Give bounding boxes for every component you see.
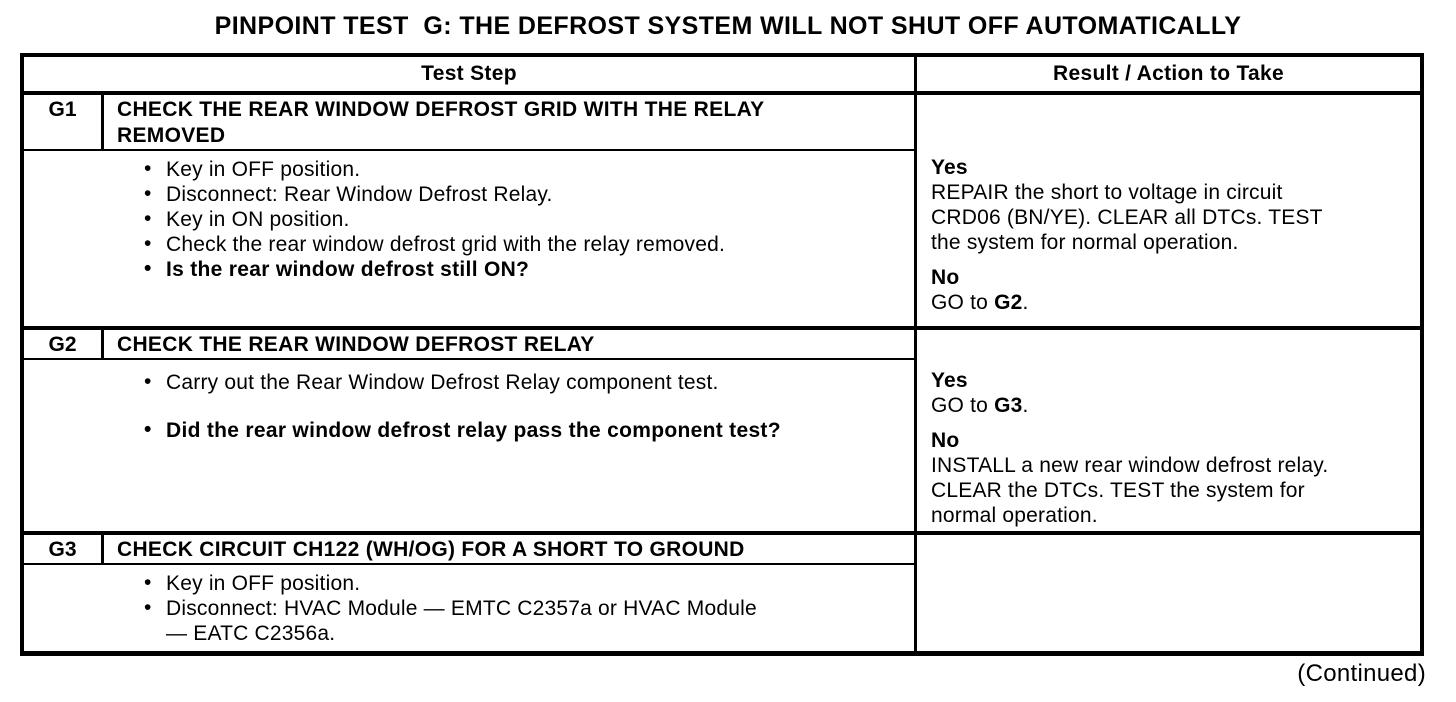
result-yes-group-g2: Yes GO to G3. bbox=[931, 368, 1412, 418]
test-step-cell-g2: G2 CHECK THE REAR WINDOW DEFROST RELAY C… bbox=[24, 330, 917, 531]
table-header-row: Test Step Result / Action to Take bbox=[24, 57, 1420, 95]
step-id-g3: G3 bbox=[24, 535, 104, 563]
result-cell-g1: Yes REPAIR the short to voltage in circu… bbox=[917, 95, 1420, 326]
bullet-item: Disconnect: HVAC Module — EMTC C2357a or… bbox=[142, 595, 904, 646]
goto-step-ref: G2 bbox=[994, 291, 1023, 314]
action-text: . bbox=[1022, 394, 1029, 417]
page-title: PINPOINT TEST G: THE DEFROST SYSTEM WILL… bbox=[214, 12, 1242, 40]
step-title-row-g1: G1 CHECK THE REAR WINDOW DEFROST GRID WI… bbox=[24, 95, 914, 151]
action-text: GO to bbox=[931, 291, 995, 314]
bullet-item: Disconnect: Rear Window Defrost Relay. bbox=[142, 181, 904, 207]
test-step-row-g1: G1 CHECK THE REAR WINDOW DEFROST GRID WI… bbox=[24, 95, 1420, 330]
step-title-g3: CHECK CIRCUIT CH122 (WH/OG) FOR A SHORT … bbox=[117, 538, 745, 561]
step-title-g1: CHECK THE REAR WINDOW DEFROST GRID WITH … bbox=[117, 98, 765, 147]
step-title-row-g2: G2 CHECK THE REAR WINDOW DEFROST RELAY bbox=[24, 330, 914, 360]
result-no-label: No bbox=[931, 266, 960, 289]
bullet-item: Check the rear window defrost grid with … bbox=[142, 231, 904, 257]
result-cell-g2: Yes GO to G3. No INSTALL a new rear wind… bbox=[917, 330, 1420, 531]
bullet-item: Key in OFF position. bbox=[142, 156, 904, 182]
result-no-group-g2: No INSTALL a new rear window defrost rel… bbox=[931, 428, 1412, 528]
column-header-result-action: Result / Action to Take bbox=[1053, 62, 1284, 85]
result-yes-group-g1: Yes REPAIR the short to voltage in circu… bbox=[931, 155, 1412, 255]
result-no-group-g1: No GO to G2. bbox=[931, 265, 1412, 315]
result-no-action: INSTALL a new rear window defrost relay.… bbox=[931, 454, 1329, 527]
result-no-action: GO to G2. bbox=[931, 290, 1412, 315]
step-instructions-g2: Carry out the Rear Window Defrost Relay … bbox=[24, 360, 914, 443]
step-question-g2: Did the rear window defrost relay pass t… bbox=[142, 417, 904, 443]
step-id-g2: G2 bbox=[24, 330, 104, 358]
step-title-g2: CHECK THE REAR WINDOW DEFROST RELAY bbox=[117, 333, 595, 356]
goto-step-ref: G3 bbox=[994, 394, 1023, 417]
action-text: . bbox=[1022, 291, 1029, 314]
step-title-row-g3: G3 CHECK CIRCUIT CH122 (WH/OG) FOR A SHO… bbox=[24, 535, 914, 565]
bullet-item: Key in OFF position. bbox=[142, 570, 904, 596]
test-step-cell-g1: G1 CHECK THE REAR WINDOW DEFROST GRID WI… bbox=[24, 95, 917, 326]
step-instructions-g1: Key in OFF position. Disconnect: Rear Wi… bbox=[24, 151, 914, 282]
column-header-test-step: Test Step bbox=[24, 57, 917, 91]
result-no-label: No bbox=[931, 429, 960, 452]
pinpoint-test-table: Test Step Result / Action to Take G1 CHE… bbox=[20, 53, 1424, 656]
bullet-item: Carry out the Rear Window Defrost Relay … bbox=[142, 369, 904, 395]
test-step-cell-g3: G3 CHECK CIRCUIT CH122 (WH/OG) FOR A SHO… bbox=[24, 535, 917, 651]
step-instructions-g3: Key in OFF position. Disconnect: HVAC Mo… bbox=[24, 565, 914, 646]
action-text: GO to bbox=[931, 394, 995, 417]
result-yes-label: Yes bbox=[931, 369, 968, 392]
continued-note: (Continued) bbox=[1297, 660, 1426, 687]
test-step-row-g2: G2 CHECK THE REAR WINDOW DEFROST RELAY C… bbox=[24, 330, 1420, 535]
test-step-row-g3: G3 CHECK CIRCUIT CH122 (WH/OG) FOR A SHO… bbox=[24, 535, 1420, 651]
result-yes-action: REPAIR the short to voltage in circuit C… bbox=[931, 181, 1323, 254]
result-yes-label: Yes bbox=[931, 156, 968, 179]
step-id-g1: G1 bbox=[24, 95, 104, 149]
bullet-item: Key in ON position. bbox=[142, 206, 904, 232]
result-yes-action: GO to G3. bbox=[931, 393, 1412, 418]
result-cell-g3 bbox=[917, 535, 1420, 651]
step-question-g1: Is the rear window defrost still ON? bbox=[142, 256, 904, 282]
